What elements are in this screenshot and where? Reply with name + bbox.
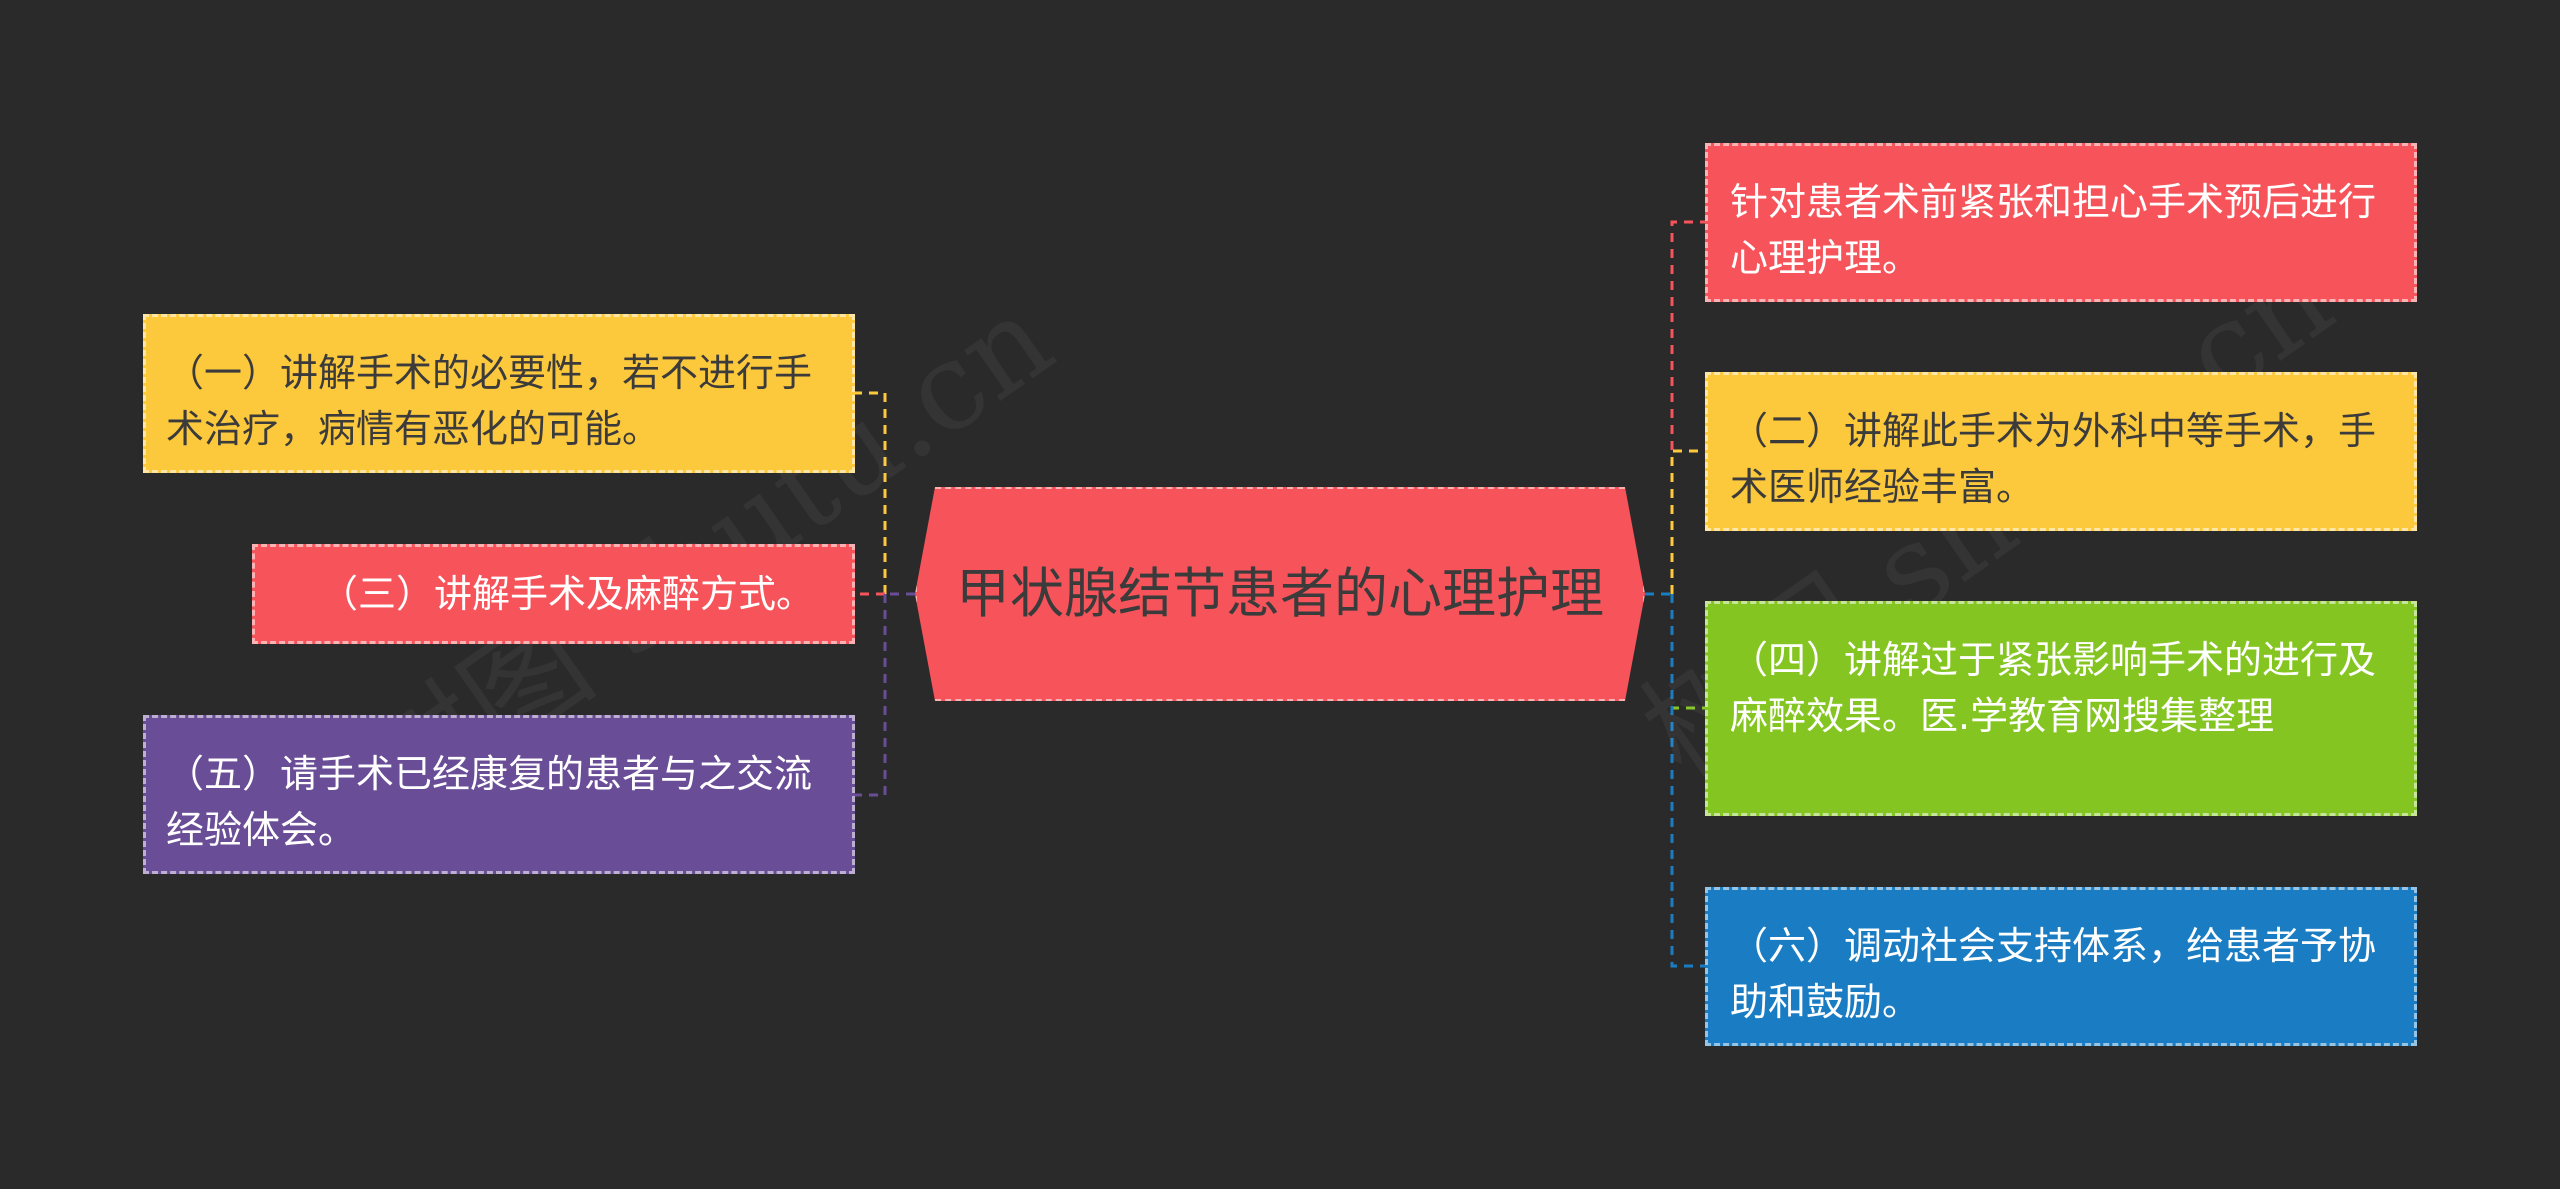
right-branch-node-intro-text: 针对患者术前紧张和担心手术预后进行心理护理。 [1730, 180, 2377, 280]
right-branch-node-6-text: （六）调动社会支持体系，给患者予协助和鼓励。 [1730, 924, 2377, 1024]
connector-right-1 [1670, 220, 1705, 594]
left-branch-node-1-text: （一）讲解手术的必要性，若不进行手术治疗，病情有恶化的可能。 [166, 351, 813, 451]
right-branch-node-4-text: （四）讲解过于紧张影响手术的进行及麻醉效果。医.学教育网搜集整理 [1730, 638, 2377, 738]
connector-right-3 [1670, 594, 1705, 710]
central-topic[interactable]: 甲状腺结节患者的心理护理 [915, 487, 1645, 701]
right-branch-node-intro[interactable]: 针对患者术前紧张和担心手术预后进行心理护理。 [1705, 143, 2417, 302]
connector-right-4 [1670, 594, 1705, 968]
right-branch-node-4[interactable]: （四）讲解过于紧张影响手术的进行及麻醉效果。医.学教育网搜集整理 [1705, 601, 2417, 816]
right-branch-node-6[interactable]: （六）调动社会支持体系，给患者予协助和鼓励。 [1705, 887, 2417, 1046]
left-branch-node-5-text: （五）请手术已经康复的患者与之交流经验体会。 [166, 752, 813, 852]
right-branch-node-2-text: （二）讲解此手术为外科中等手术，手术医师经验丰富。 [1730, 409, 2377, 509]
left-branch-node-3[interactable]: （三）讲解手术及麻醉方式。 [252, 544, 855, 644]
left-branch-node-3-text: （三）讲解手术及麻醉方式。 [319, 572, 814, 616]
left-branch-node-5[interactable]: （五）请手术已经康复的患者与之交流经验体会。 [143, 715, 855, 874]
central-topic-title: 甲状腺结节患者的心理护理 [956, 562, 1604, 625]
connector-left-1 [855, 391, 887, 594]
connector-left-3 [855, 594, 887, 797]
right-branch-node-2[interactable]: （二）讲解此手术为外科中等手术，手术医师经验丰富。 [1705, 372, 2417, 531]
connector-right-2 [1670, 449, 1705, 594]
left-branch-node-1[interactable]: （一）讲解手术的必要性，若不进行手术治疗，病情有恶化的可能。 [143, 314, 855, 473]
